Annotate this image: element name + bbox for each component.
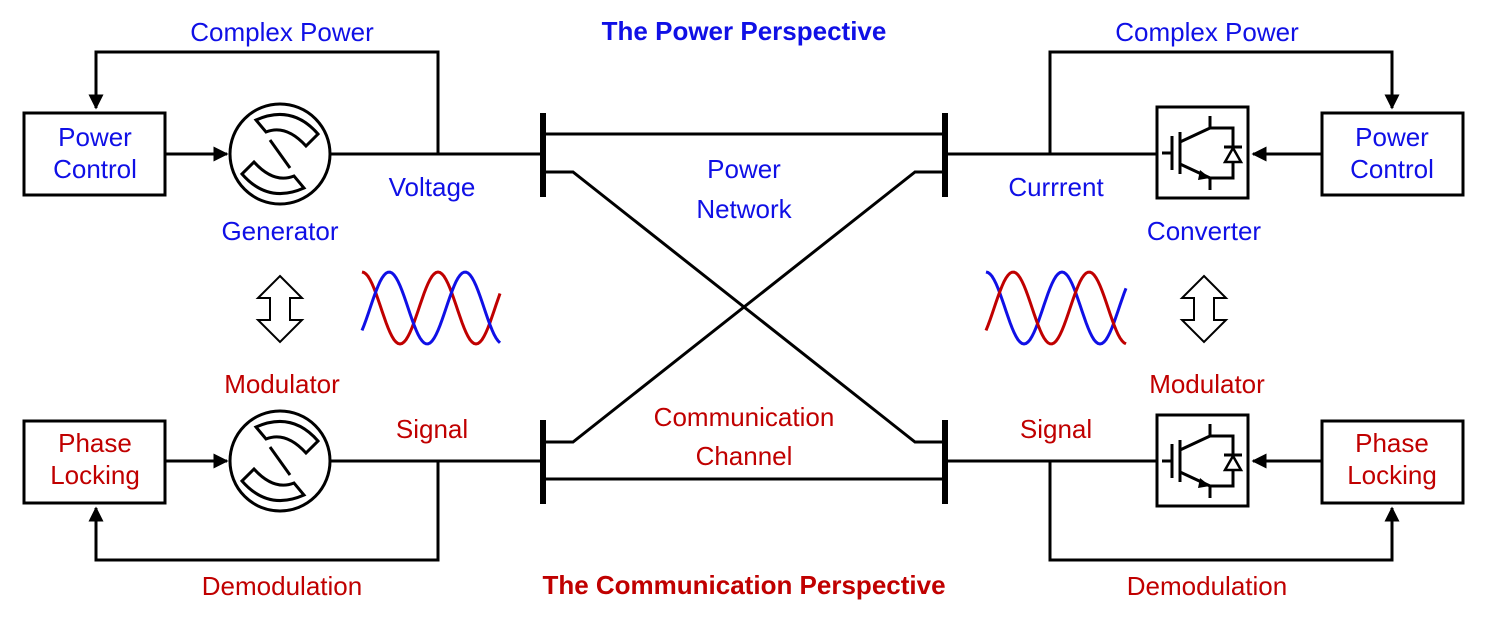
right-demodulation-label: Demodulation bbox=[1127, 571, 1287, 601]
right-phase-locking-label-1: Phase bbox=[1355, 428, 1429, 458]
power-network-label-1: Power bbox=[707, 154, 781, 184]
left-double-arrow-icon bbox=[255, 274, 305, 344]
right-complex-power-feedback bbox=[1048, 50, 1400, 154]
left-complex-power-label: Complex Power bbox=[190, 17, 374, 47]
right-current-label: Currrent bbox=[1008, 172, 1104, 202]
right-sine-waves-icon bbox=[984, 270, 1128, 346]
right-power-control-label-1: Power bbox=[1355, 122, 1429, 152]
left-phase-locking-box bbox=[22, 419, 167, 505]
left-signal-label: Signal bbox=[396, 414, 468, 444]
cross-line-2 bbox=[543, 170, 945, 444]
right-signal-label: Signal bbox=[1020, 414, 1092, 444]
generator-icon bbox=[228, 102, 332, 206]
right-phase-locking-label-2: Locking bbox=[1347, 460, 1437, 490]
left-power-control-label-2: Control bbox=[53, 154, 137, 184]
left-sine-waves-icon bbox=[360, 270, 502, 346]
generator-label: Generator bbox=[221, 216, 338, 246]
right-power-control-label-2: Control bbox=[1350, 154, 1434, 184]
left-phase-locking-label-1: Phase bbox=[58, 428, 132, 458]
left-voltage-label: Voltage bbox=[389, 172, 476, 202]
left-demodulation-feedback bbox=[88, 461, 440, 562]
right-demodulation-feedback bbox=[1048, 461, 1400, 562]
converter-label: Converter bbox=[1147, 216, 1261, 246]
left-power-control-label-1: Power bbox=[58, 122, 132, 152]
right-double-arrow-icon bbox=[1179, 274, 1229, 344]
left-power-control-box bbox=[22, 111, 167, 197]
right-power-control-box bbox=[1320, 111, 1465, 197]
communication-channel-label-1: Communication bbox=[654, 402, 835, 432]
left-modulator-label: Modulator bbox=[224, 369, 340, 399]
left-demodulation-label: Demodulation bbox=[202, 571, 362, 601]
communication-channel-label-2: Channel bbox=[696, 441, 793, 471]
power-perspective-title: The Power Perspective bbox=[602, 16, 887, 46]
communication-perspective-title: The Communication Perspective bbox=[542, 570, 945, 600]
right-modulator-label: Modulator bbox=[1149, 369, 1265, 399]
left-phase-locking-label-2: Locking bbox=[50, 460, 140, 490]
right-modulator-converter-icon bbox=[1155, 413, 1250, 508]
converter-icon bbox=[1155, 105, 1250, 200]
power-network-label-2: Network bbox=[696, 194, 792, 224]
left-modulator-icon bbox=[228, 409, 332, 513]
right-complex-power-label: Complex Power bbox=[1115, 17, 1299, 47]
left-complex-power-feedback bbox=[88, 50, 440, 154]
right-phase-locking-box bbox=[1320, 419, 1465, 505]
